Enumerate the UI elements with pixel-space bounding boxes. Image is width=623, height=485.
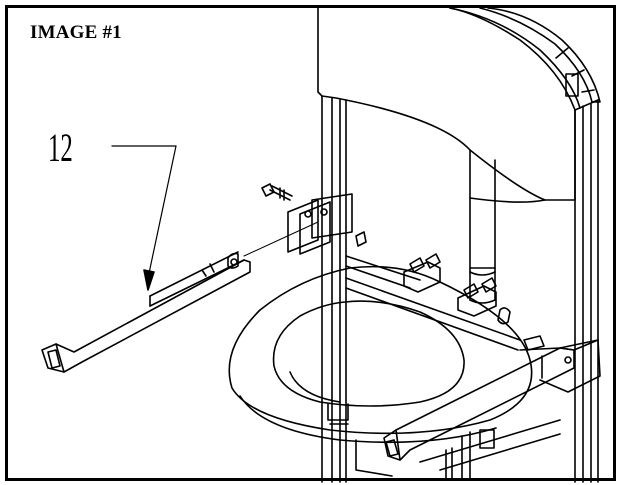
image-title: IMAGE #1 (30, 22, 122, 43)
seat-crossbar (345, 255, 521, 351)
mounting-bracket (243, 183, 367, 257)
center-support-tube (469, 149, 496, 304)
left-frame-post (321, 95, 347, 483)
toilet-seat (228, 265, 533, 444)
lower-frame (355, 419, 561, 481)
right-arm-assembly (383, 335, 601, 461)
callout-leader (111, 145, 177, 291)
right-frame-post (574, 99, 599, 483)
back-panel (317, 7, 601, 203)
callout-number: 12 (48, 125, 73, 170)
seat-post (327, 403, 349, 425)
arm-rest-part-12 (41, 251, 251, 373)
